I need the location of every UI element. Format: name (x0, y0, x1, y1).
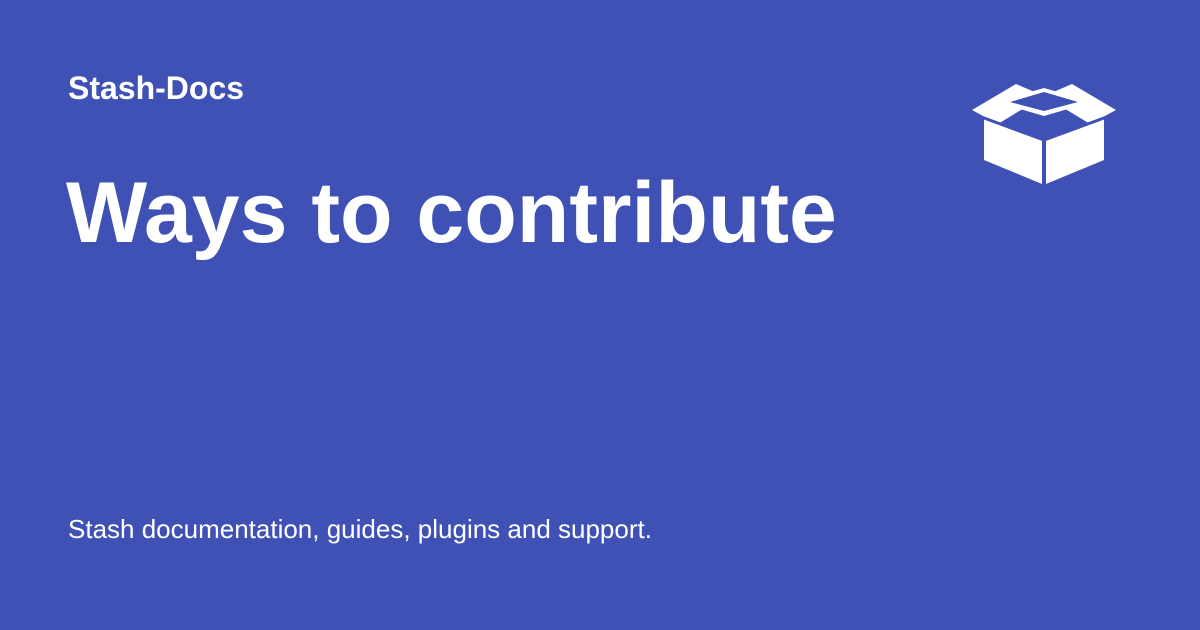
description: Stash documentation, guides, plugins and… (68, 514, 652, 544)
page-title: Ways to contribute (66, 165, 837, 261)
site-name: Stash-Docs (68, 70, 245, 106)
open-box-icon (972, 84, 1116, 184)
